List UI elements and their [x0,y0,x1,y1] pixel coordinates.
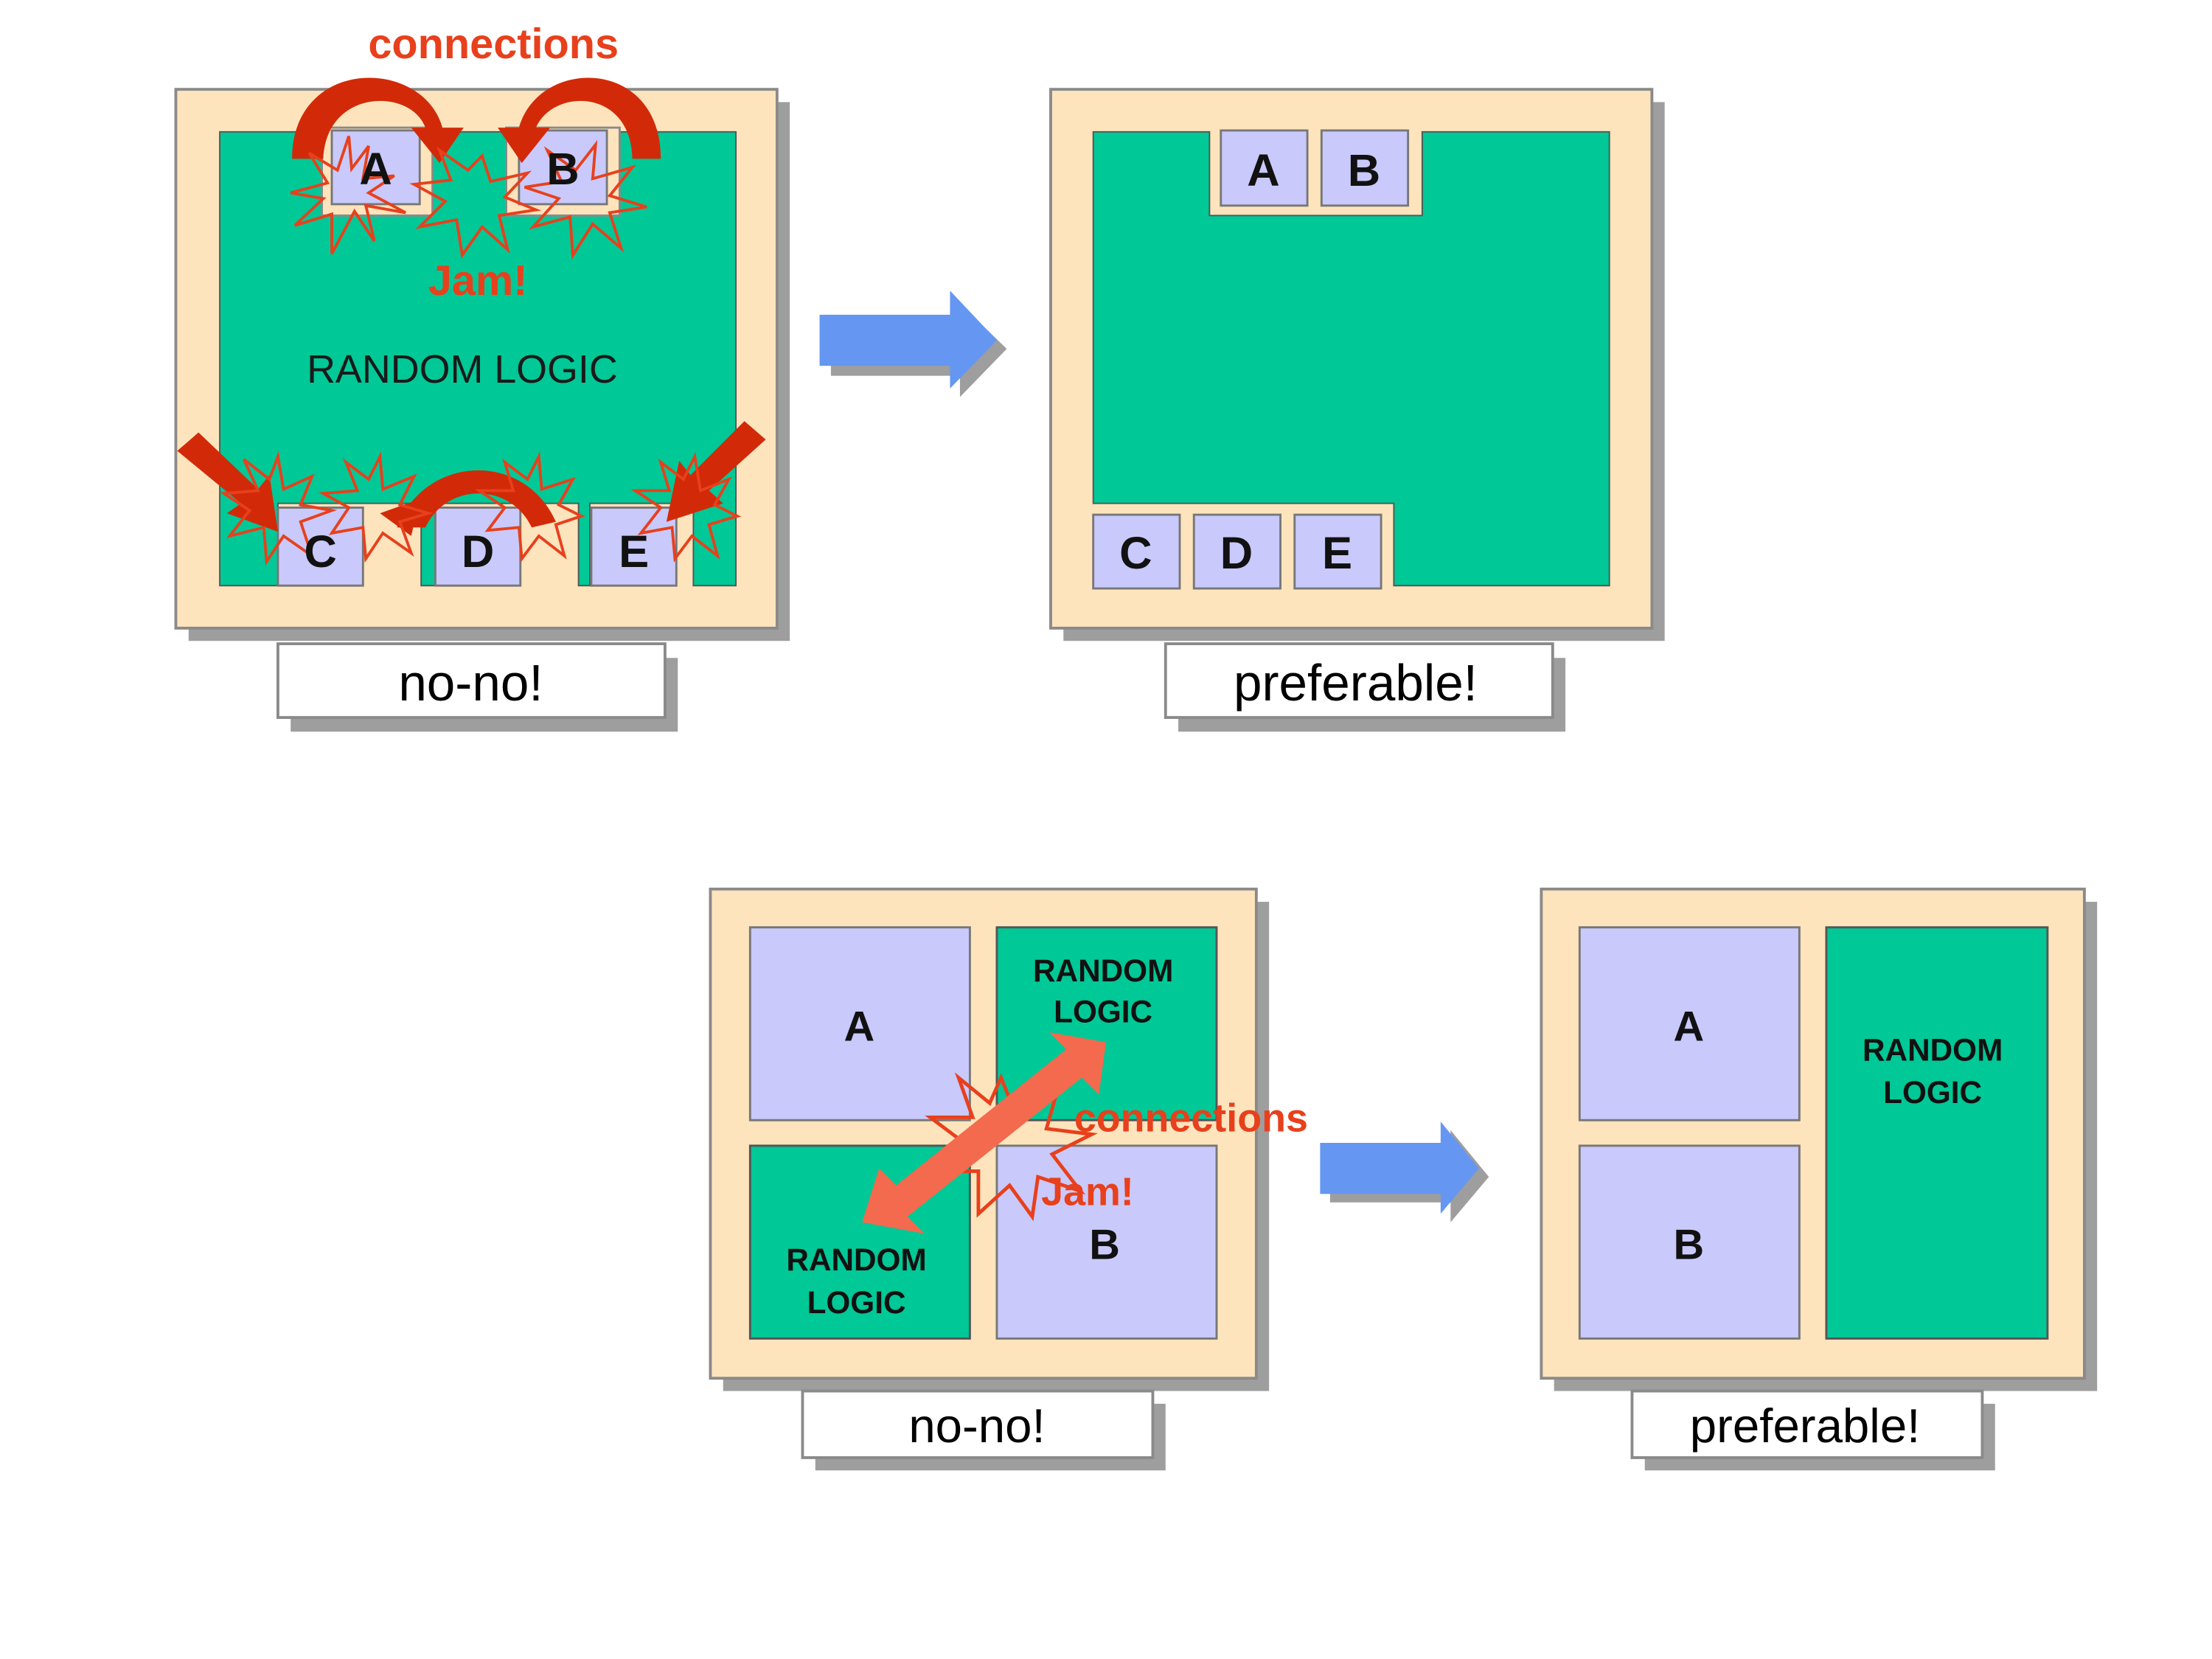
block-a-label: A [359,144,392,195]
jam-burst [290,136,406,255]
jam-burst [220,451,338,566]
random-logic-line1: RANDOM [1863,1032,2003,1067]
connection-arrow [397,470,556,528]
jam-burst [409,146,542,260]
block-c-label: C [1119,528,1152,579]
caption-no-no: no-no! [398,654,543,712]
random-logic-region [1092,131,1610,587]
jam-burst [524,139,647,260]
top-bad-layout: connections Jam! RANDOM LOGIC A B C D E … [174,21,790,732]
block-e [590,507,678,587]
block-a-label: A [844,1004,875,1051]
block-e-label: E [1322,528,1352,579]
block-e-label: E [619,526,649,577]
jam-burst [474,451,585,563]
random-logic-label: RANDOM LOGIC [307,347,618,392]
transition-arrow-bottom [1320,1121,1489,1222]
random-logic-bl-line2: LOGIC [807,1285,906,1320]
connections-label: connections [368,21,619,68]
block-b-label: B [1089,1222,1120,1269]
caption-box [276,642,667,719]
random-logic-tr-line1: RANDOM [1033,953,1173,988]
block-a-label: A [1247,145,1279,196]
top-good-layout: A B C D E preferable! [1049,88,1665,732]
caption-box [1164,642,1554,719]
jam-label: Jam! [1041,1170,1134,1214]
connections-label: connections [1074,1096,1308,1141]
caption-preferable: preferable! [1690,1399,1921,1453]
bottom-bad-layout: A B RANDOM LOGIC RANDOM LOGIC connection… [709,887,1308,1471]
block-d-label: D [1220,528,1253,579]
block-d-label: D [462,526,494,577]
block-a-label: A [1674,1004,1705,1051]
double-connection-arrow [862,1032,1106,1234]
caption-box [801,1389,1155,1459]
block-a [748,926,971,1121]
random-logic-region [1825,926,2049,1340]
jam-burst [925,1072,1098,1222]
random-logic-line2: LOGIC [1883,1075,1982,1110]
block-b [995,1144,1218,1340]
random-logic-bl-line1: RANDOM [786,1242,926,1277]
caption-box [1630,1389,1984,1459]
random-logic-tr-line2: LOGIC [1054,995,1152,1029]
block-b-label: B [546,144,579,195]
transition-arrow-top [819,291,1007,397]
block-b-label: B [1348,145,1380,196]
caption-no-no: no-no! [908,1399,1045,1453]
block-a [1578,926,1801,1121]
block-c [1092,513,1181,590]
connection-arrow [292,77,464,164]
connection-arrow [177,432,278,532]
block-d [1192,513,1281,590]
block-e [1293,513,1382,590]
block-b [1578,1144,1801,1340]
block-b [1320,129,1410,207]
caption-preferable: preferable! [1234,654,1478,712]
bottom-good-layout: A B RANDOM LOGIC preferable! [1540,887,2098,1471]
block-b-label: B [1674,1222,1705,1269]
jam-burst [630,452,742,563]
block-a [1220,129,1309,207]
connection-arrow [666,421,766,522]
block-d [434,507,522,587]
jam-label: Jam! [428,257,528,305]
connection-arrow [498,77,661,164]
jam-burst [318,451,434,563]
block-c-label: C [304,526,336,577]
